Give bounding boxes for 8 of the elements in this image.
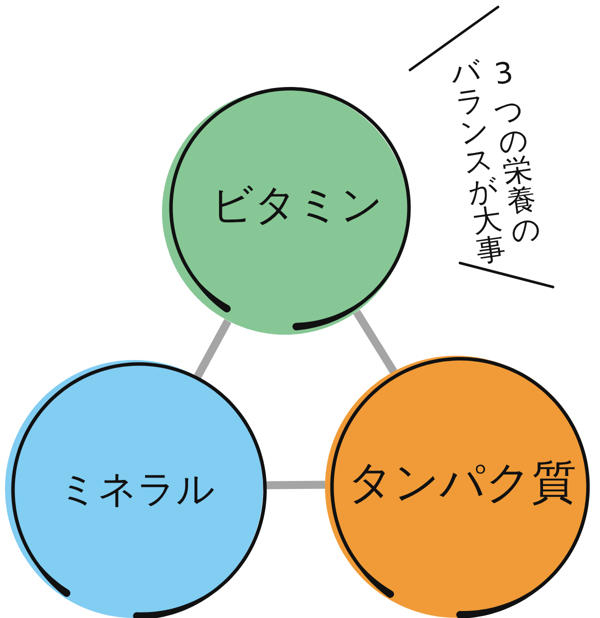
- circle-node: [325, 355, 592, 618]
- circle-label: ミネラル: [59, 470, 215, 508]
- connector-line: [194, 319, 232, 379]
- circle-label: ビタミン: [211, 184, 383, 226]
- circle-node: [162, 85, 413, 335]
- circle-label: タンパク質: [348, 460, 576, 504]
- circle-node: [5, 360, 269, 618]
- connector-line: [353, 310, 398, 374]
